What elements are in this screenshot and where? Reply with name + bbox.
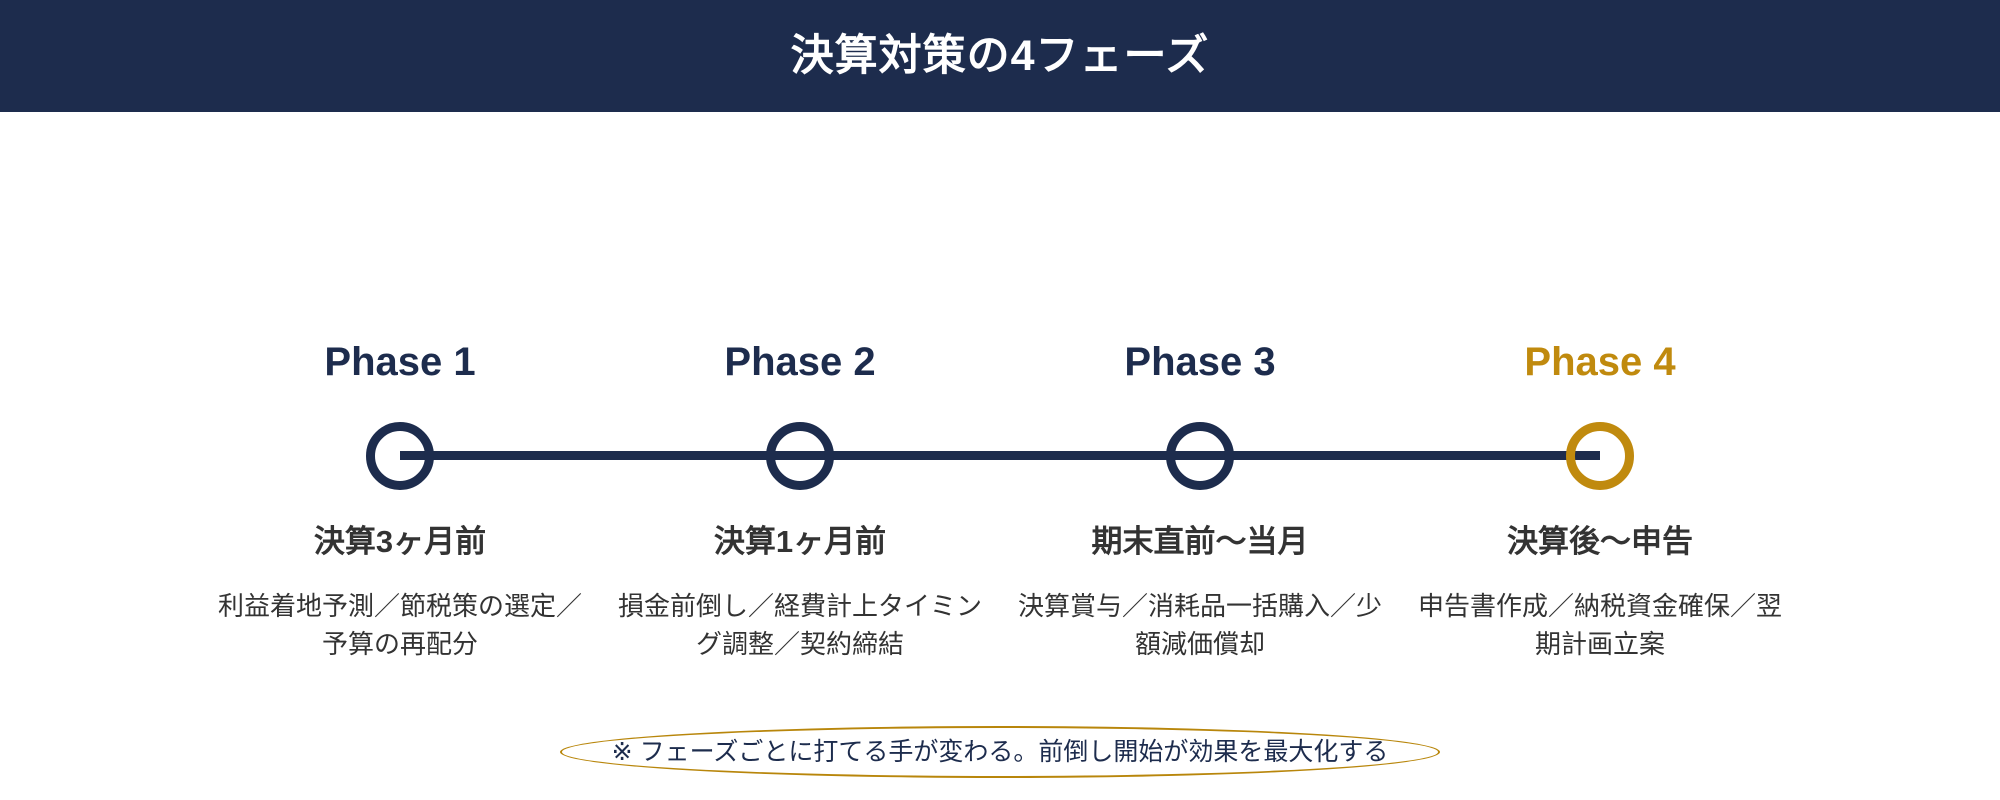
timeline-node-3 <box>1166 422 1234 490</box>
phase-column-2: Phase 2 決算1ヶ月前 損金前倒し／経費計上タイミング調整／契約締結 <box>600 0 1000 800</box>
timeline-node-2 <box>766 422 834 490</box>
phase-description-2: 損金前倒し／経費計上タイミング調整／契約締結 <box>617 591 982 659</box>
phase-description-4: 申告書作成／納税資金確保／翌期計画立案 <box>1417 591 1782 659</box>
phase-label-3: Phase 3 <box>1124 340 1276 384</box>
timeline-track <box>400 451 1600 460</box>
phase-time-3: 期末直前〜当月 <box>1091 524 1309 559</box>
phase-description-1: 利益着地予測／節税策の選定／予算の再配分 <box>217 591 582 659</box>
footnote-text: ※ フェーズごとに打てる手が変わる。前倒し開始が効果を最大化する <box>611 737 1389 766</box>
phase-label-2: Phase 2 <box>724 340 876 384</box>
phase-label-4: Phase 4 <box>1524 340 1676 384</box>
phase-time-4: 決算後〜申告 <box>1507 524 1693 559</box>
timeline-node-1 <box>366 422 434 490</box>
phase-column-1: Phase 1 決算3ヶ月前 利益着地予測／節税策の選定／予算の再配分 <box>200 0 600 800</box>
phase-column-4: Phase 4 決算後〜申告 申告書作成／納税資金確保／翌期計画立案 <box>1400 0 1800 800</box>
phase-column-3: Phase 3 期末直前〜当月 決算賞与／消耗品一括購入／少額減価償却 <box>1000 0 1400 800</box>
timeline-node-4 <box>1566 422 1634 490</box>
phase-time-2: 決算1ヶ月前 <box>713 524 887 559</box>
header-band <box>0 0 2000 112</box>
page-title: 決算対策の4フェーズ <box>790 31 1210 80</box>
footnote-callout: ※ フェーズごとに打てる手が変わる。前倒し開始が効果を最大化する <box>560 726 1440 778</box>
footnote-ellipse-outline <box>560 726 1440 778</box>
phase-time-1: 決算3ヶ月前 <box>313 524 487 559</box>
phase-description-3: 決算賞与／消耗品一括購入／少額減価償却 <box>1017 591 1382 659</box>
phase-label-1: Phase 1 <box>324 340 476 384</box>
